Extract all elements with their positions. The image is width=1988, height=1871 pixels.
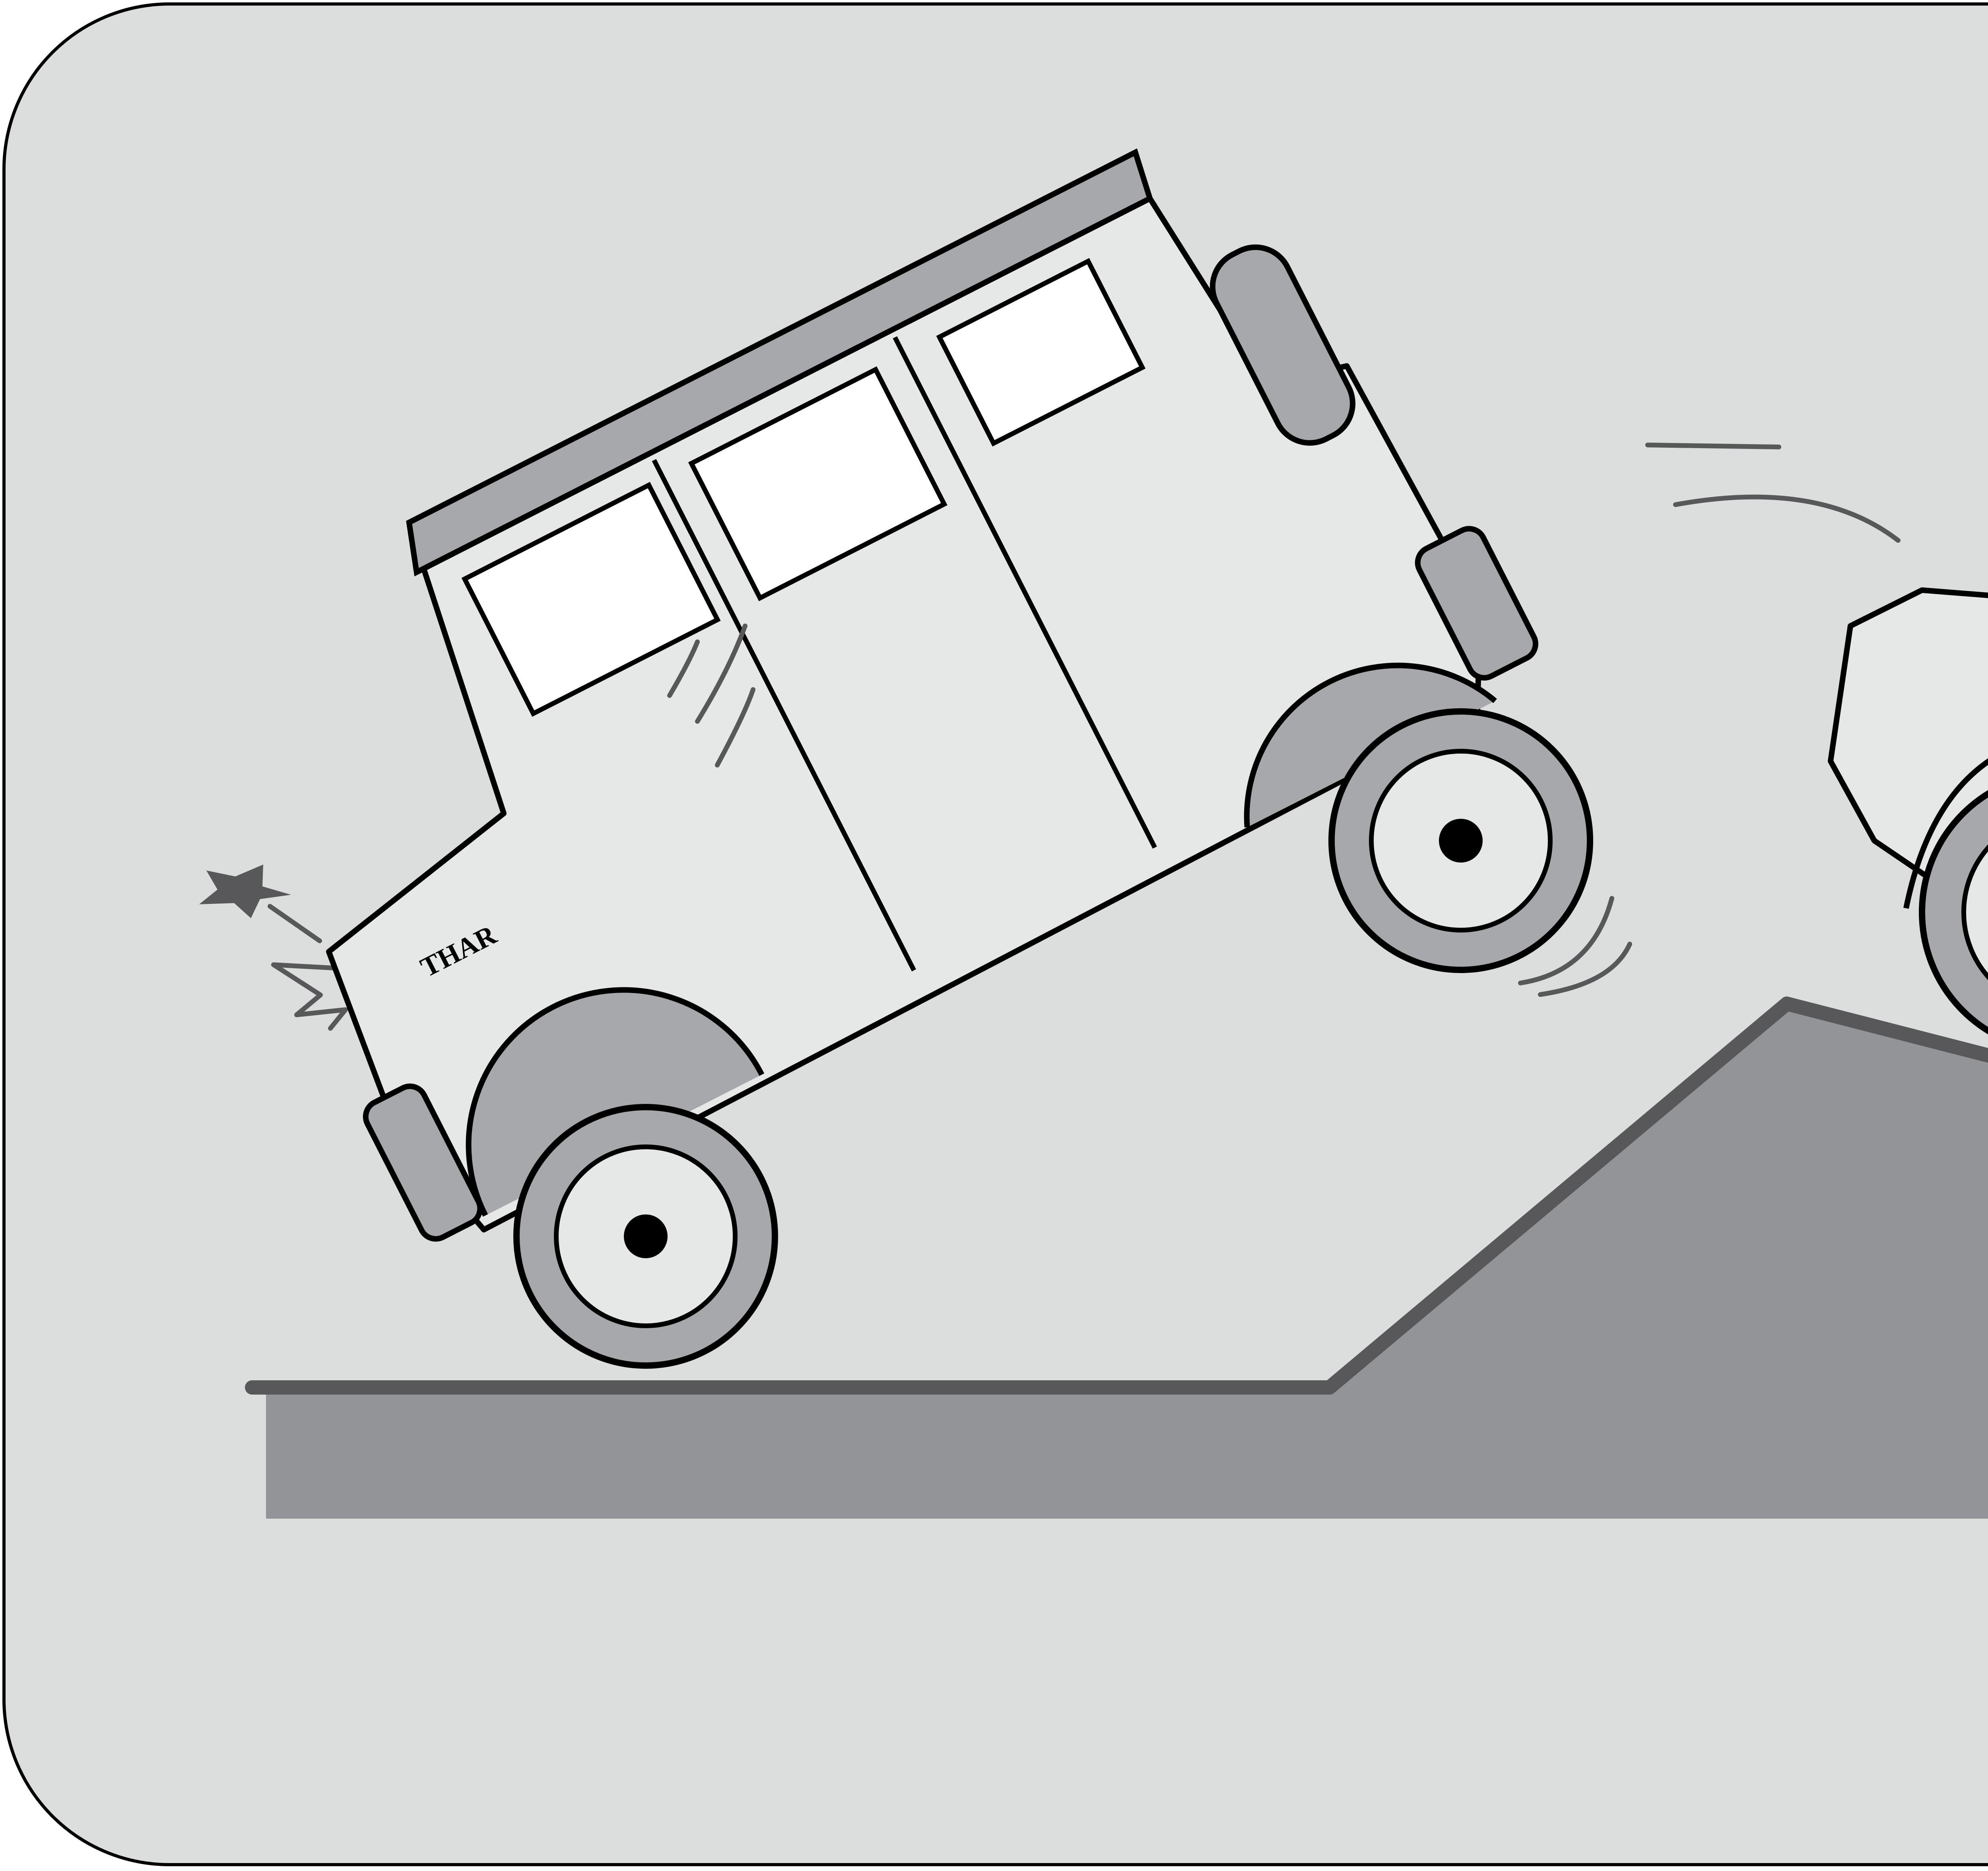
scene-svg: THAR: [199, 148, 1988, 1519]
motion-line: [1538, 942, 1632, 997]
rear-bumper: [1415, 526, 1538, 681]
motion-line: [1645, 443, 1781, 449]
motion-line: [667, 639, 700, 698]
vehicle-ahead: [1828, 587, 1988, 1034]
ground-edge-line: [245, 997, 1988, 1395]
front-window: [461, 482, 721, 717]
motion-line: [715, 687, 755, 767]
spare-tire: [1209, 244, 1356, 446]
rear-door-window: [688, 366, 947, 601]
rear-wheel: [1328, 708, 1593, 973]
door-line-2: [893, 336, 1157, 849]
door-line-1: [652, 459, 916, 971]
zigzag-impact-icon: [271, 962, 407, 1031]
climbing-vehicle: THAR: [326, 148, 1538, 1242]
motion-line: [1518, 896, 1614, 985]
rear-quarter-window: [936, 258, 1146, 447]
vehicle-ahead-wheel: [1919, 790, 1988, 1034]
front-bumper: [363, 1083, 483, 1242]
impact-line: [268, 904, 322, 943]
motion-line: [1673, 494, 1901, 543]
vehicle-ahead-fender: [1903, 758, 1988, 909]
front-wheel: [513, 1104, 778, 1369]
star-burst-icon: [199, 865, 291, 918]
motion-line: [695, 624, 747, 724]
vehicle-roof: [406, 148, 1153, 577]
